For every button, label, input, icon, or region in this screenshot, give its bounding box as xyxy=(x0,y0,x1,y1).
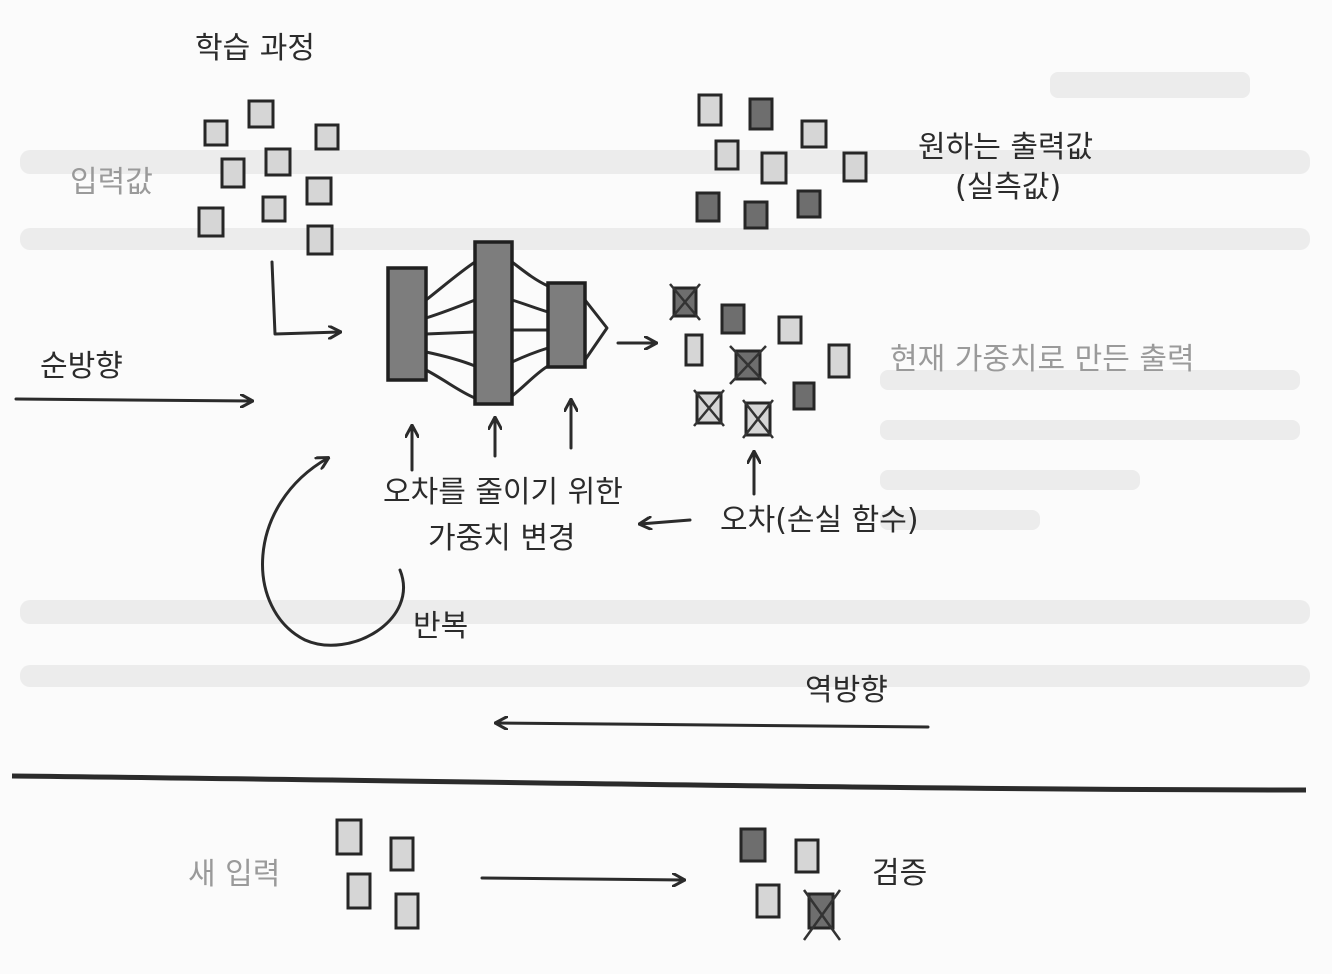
new-input-boxes xyxy=(335,818,420,930)
output-layer xyxy=(546,281,587,369)
new-input-label: 새 입력 xyxy=(188,857,280,892)
weight-update-sublabel: 가중치 변경 xyxy=(428,521,576,556)
input-box xyxy=(314,123,340,151)
backward-label: 역방향 xyxy=(805,673,888,708)
validation-label: 검증 xyxy=(872,856,927,891)
desired-output-box xyxy=(748,97,774,131)
connection-line xyxy=(510,260,550,288)
new-input-box xyxy=(389,836,415,872)
desired-output-label: 원하는 출력값 xyxy=(918,130,1093,165)
desired-output-box xyxy=(800,119,828,149)
repeat-label: 반복 xyxy=(413,609,468,644)
connection-line xyxy=(510,364,550,398)
validation-arrow xyxy=(480,878,684,880)
forward-arrow xyxy=(14,399,252,401)
input-box xyxy=(203,119,229,147)
input-box xyxy=(305,176,333,206)
weight-update-label: 오차를 줄이기 위한 xyxy=(383,475,623,510)
new-input-box xyxy=(346,872,372,910)
desired-output-box xyxy=(760,151,788,185)
desired-output-box xyxy=(695,191,721,223)
connection-line xyxy=(424,368,477,400)
hidden-layer xyxy=(473,240,514,406)
input-box xyxy=(220,157,246,189)
input-box xyxy=(264,147,292,177)
new-input-box xyxy=(394,892,420,930)
input-boxes xyxy=(197,99,340,256)
current-output-label: 현재 가중치로 만든 출력 xyxy=(890,342,1195,377)
section-divider xyxy=(11,773,1307,793)
validation-boxes xyxy=(739,827,842,941)
desired-output-boxes xyxy=(695,93,868,230)
forward-label: 순방향 xyxy=(40,349,123,384)
neural-network xyxy=(386,240,609,406)
validation-box xyxy=(807,892,835,930)
input-box xyxy=(197,206,225,238)
current-output-boxes xyxy=(669,283,851,439)
connection-line xyxy=(424,330,477,336)
error-x-mark xyxy=(802,889,842,941)
diagram-title: 학습 과정 xyxy=(195,31,315,66)
input-box xyxy=(247,99,275,129)
input-box xyxy=(306,224,334,256)
desired-output-box xyxy=(796,189,822,219)
repeat-loop-arrow xyxy=(261,458,405,647)
validation-box xyxy=(794,838,820,874)
current-output-box xyxy=(827,343,851,379)
desired-output-box xyxy=(714,139,740,171)
connection-line xyxy=(424,350,477,368)
error-x-mark xyxy=(729,345,767,385)
current-output-box xyxy=(684,333,704,367)
error-x-mark xyxy=(693,389,725,427)
connection-line xyxy=(424,260,477,302)
background-ghost-text xyxy=(20,72,1310,687)
desired-output-box xyxy=(842,151,868,183)
error-label: 오차(손실 함수) xyxy=(720,503,919,538)
input-layer xyxy=(386,266,428,382)
validation-box xyxy=(739,827,767,863)
connection-line xyxy=(583,298,609,362)
error-x-mark xyxy=(742,399,774,439)
connection-line xyxy=(510,298,550,314)
new-input-box xyxy=(335,818,363,856)
error-x-mark xyxy=(669,283,701,321)
connection-line xyxy=(510,346,550,364)
desired-output-box xyxy=(697,93,723,127)
input-label: 입력값 xyxy=(70,165,153,200)
backward-arrow xyxy=(496,723,930,727)
current-output-box xyxy=(792,381,816,411)
error-to-weights-arrow xyxy=(640,520,692,524)
input-arrow xyxy=(270,260,340,334)
desired-output-sublabel: (실측값) xyxy=(955,170,1061,205)
current-output-box xyxy=(720,303,746,335)
current-output-box xyxy=(777,315,803,345)
input-box xyxy=(261,195,287,223)
validation-box xyxy=(755,883,781,919)
connection-line xyxy=(424,298,477,320)
desired-output-box xyxy=(743,200,769,230)
